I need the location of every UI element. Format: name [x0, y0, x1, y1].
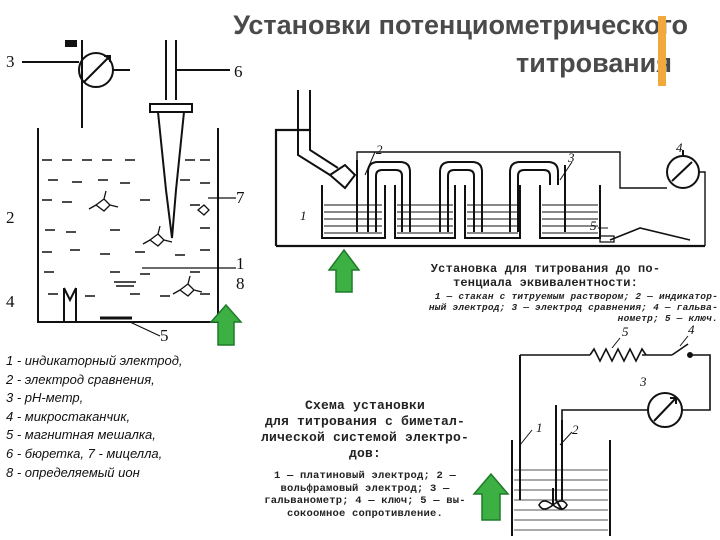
- legend-item: 4 - микростаканчик,: [6, 408, 131, 424]
- title-line-2: титрования: [516, 48, 672, 78]
- up-arrow-icon: [472, 472, 510, 521]
- figure-legend: 1 - индикаторный электрод, 2 - электрод …: [6, 352, 256, 482]
- legend-item: 1 - индикаторный электрод,: [6, 353, 183, 368]
- caption-line: дов:: [348, 446, 381, 461]
- top-right-description: 1 — стакан с титруемым раствором; 2 — ин…: [288, 291, 718, 324]
- up-arrow-icon: [327, 248, 361, 293]
- description-line: ный электрод; 3 — электрод сравнения; 4 …: [428, 302, 718, 313]
- caption-line: Схема установки: [304, 398, 426, 413]
- legend-item: 8 - определяемый ион: [6, 464, 140, 480]
- bottom-right-description: 1 — платиновый электрод; 2 — вольфрамовы…: [236, 470, 494, 520]
- legend-item: 5 - магнитная мешалка,: [6, 427, 156, 443]
- left-label-3: 3: [6, 52, 15, 71]
- up-arrow-icon: [209, 303, 243, 346]
- left-label-8: 8: [236, 274, 245, 293]
- legend-item: 6 - бюретка, 7 - мицелла,: [6, 445, 163, 461]
- bottom-right-label-1: 1: [536, 420, 543, 435]
- top-right-label-5: 5: [590, 218, 597, 233]
- title-line-1: Установки потенциометрического: [233, 10, 688, 40]
- title-accent-bar: [658, 16, 666, 86]
- bottom-right-label-3: 3: [640, 374, 647, 389]
- left-label-5: 5: [160, 326, 169, 345]
- description-line: гальванометр; 4 — ключ; 5 — вы-: [264, 495, 466, 507]
- left-cell-figure: [22, 40, 236, 337]
- legend-item: 2 - электрод сравнения,: [6, 371, 155, 387]
- bottom-right-label-5: 5: [622, 324, 629, 339]
- caption-line: Установка для титрования до по-: [430, 262, 661, 276]
- top-right-label-4: 4: [676, 140, 683, 155]
- bottom-right-label-2: 2: [572, 422, 579, 437]
- resistor-icon: [589, 347, 647, 363]
- caption-line: лической системой электро-: [260, 430, 470, 445]
- left-label-4: 4: [6, 292, 15, 311]
- description-line: сокоомное сопротивление.: [286, 507, 444, 520]
- description-line: 1 — стакан с титруемым раствором; 2 — ин…: [434, 291, 718, 302]
- left-label-2: 2: [6, 208, 15, 227]
- description-line: нометр; 5 — ключ.: [617, 313, 718, 324]
- slide-title: Установки потенциометрического титровани…: [120, 6, 700, 82]
- left-label-7: 7: [236, 188, 245, 207]
- top-right-label-2: 2: [376, 142, 383, 157]
- bottom-right-caption: Схема установки для титрования с биметал…: [236, 398, 494, 462]
- caption-line: для титрования с биметал-: [264, 414, 466, 429]
- bottom-right-setup-figure: [511, 335, 711, 536]
- left-label-1: 1: [236, 254, 245, 273]
- legend-item: 3 - рН-метр,: [6, 390, 84, 406]
- top-right-label-3: 3: [568, 150, 575, 165]
- caption-line: тенциала эквивалентности:: [452, 276, 639, 290]
- description-line: 1 — платиновый электрод; 2 —: [273, 470, 457, 482]
- galvanometer-icon: [647, 392, 683, 428]
- stirrer-icon: [538, 488, 568, 510]
- top-right-setup-figure: [274, 90, 706, 248]
- decorative-dash: [65, 40, 77, 47]
- left-label-6: 6: [234, 62, 243, 81]
- top-right-caption: Установка для титрования до по- тенциала…: [378, 262, 713, 290]
- bottom-right-label-4: 4: [688, 322, 695, 337]
- description-line: вольфрамовый электрод; 3 —: [280, 482, 450, 495]
- top-right-label-1: 1: [300, 208, 307, 223]
